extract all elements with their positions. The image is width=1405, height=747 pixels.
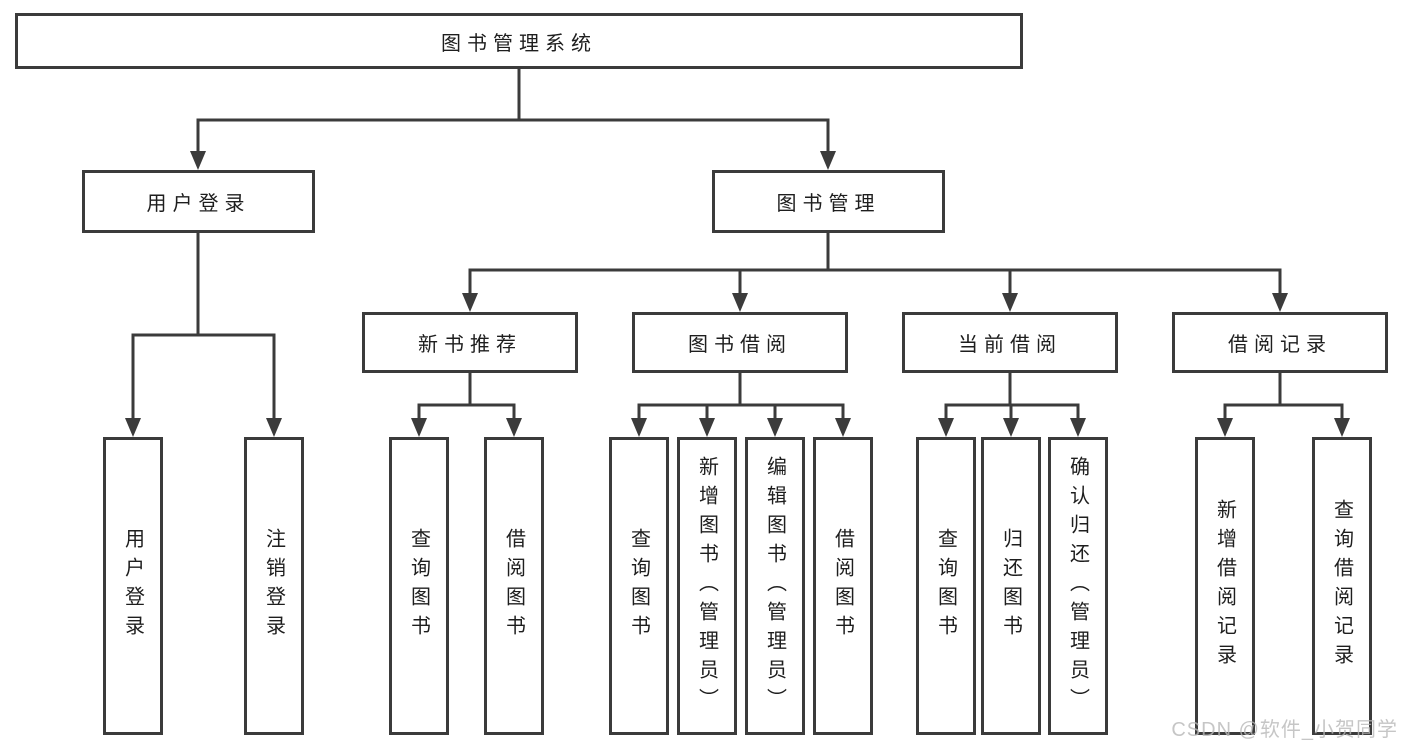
node-root-system: 图书管理系统 — [15, 13, 1023, 69]
node-leaf-logout: 注销登录 — [244, 437, 304, 735]
connector-current-borrow-branch — [938, 373, 1086, 437]
node-label: 编辑图书（管理员） — [763, 455, 786, 717]
node-label: 确认归还（管理员） — [1066, 455, 1089, 717]
node-leaf-newbooks-borrow: 借阅图书 — [484, 437, 544, 735]
node-leaf-records-add: 新增借阅记录 — [1195, 437, 1255, 735]
node-label: 用户登录 — [121, 528, 144, 644]
node-leaf-records-query: 查询借阅记录 — [1312, 437, 1372, 735]
node-label: 新书推荐 — [418, 334, 522, 356]
node-label: 新增借阅记录 — [1213, 499, 1236, 673]
node-borrow-records: 借阅记录 — [1172, 312, 1388, 373]
node-label: 当前借阅 — [958, 334, 1062, 356]
connector-new-books-branch — [411, 373, 522, 437]
connector-borrow-records-branch — [1217, 373, 1350, 437]
csdn-watermark: CSDN @软件_小贺同学 — [1171, 719, 1398, 741]
node-leaf-borrow-query: 查询图书 — [609, 437, 669, 735]
node-label: 新增图书（管理员） — [695, 455, 718, 717]
node-label: 借阅记录 — [1228, 334, 1332, 356]
node-label: 注销登录 — [262, 528, 285, 644]
node-book-borrow: 图书借阅 — [632, 312, 848, 373]
node-label: 查询图书 — [407, 528, 430, 644]
node-label: 图书管理 — [776, 193, 881, 215]
node-label: 借阅图书 — [831, 528, 854, 644]
node-leaf-borrow-add-admin: 新增图书（管理员） — [677, 437, 737, 735]
node-label: 用户登录 — [146, 193, 251, 215]
connector-book-mgmt-branch — [462, 233, 1288, 312]
node-label: 图书管理系统 — [441, 32, 597, 55]
node-user-login: 用户登录 — [82, 170, 315, 233]
node-label: 查询借阅记录 — [1330, 499, 1353, 673]
node-leaf-borrow-borrow: 借阅图书 — [813, 437, 873, 735]
node-leaf-current-return: 归还图书 — [981, 437, 1041, 735]
node-label: 归还图书 — [999, 528, 1022, 644]
node-label: 查询图书 — [627, 528, 650, 644]
node-new-books: 新书推荐 — [362, 312, 578, 373]
node-leaf-borrow-edit-admin: 编辑图书（管理员） — [745, 437, 805, 735]
node-label: 查询图书 — [934, 528, 957, 644]
node-leaf-current-confirm-admin: 确认归还（管理员） — [1048, 437, 1108, 735]
connector-book-borrow-branch — [631, 373, 851, 437]
node-label: 借阅图书 — [502, 528, 525, 644]
node-book-mgmt: 图书管理 — [712, 170, 945, 233]
node-current-borrow: 当前借阅 — [902, 312, 1118, 373]
node-leaf-user-login: 用户登录 — [103, 437, 163, 735]
node-label: 图书借阅 — [688, 334, 792, 356]
connector-root-to-level2 — [190, 68, 836, 170]
node-leaf-current-query: 查询图书 — [916, 437, 976, 735]
node-leaf-newbooks-query: 查询图书 — [389, 437, 449, 735]
connector-user-login-branch — [125, 233, 282, 437]
